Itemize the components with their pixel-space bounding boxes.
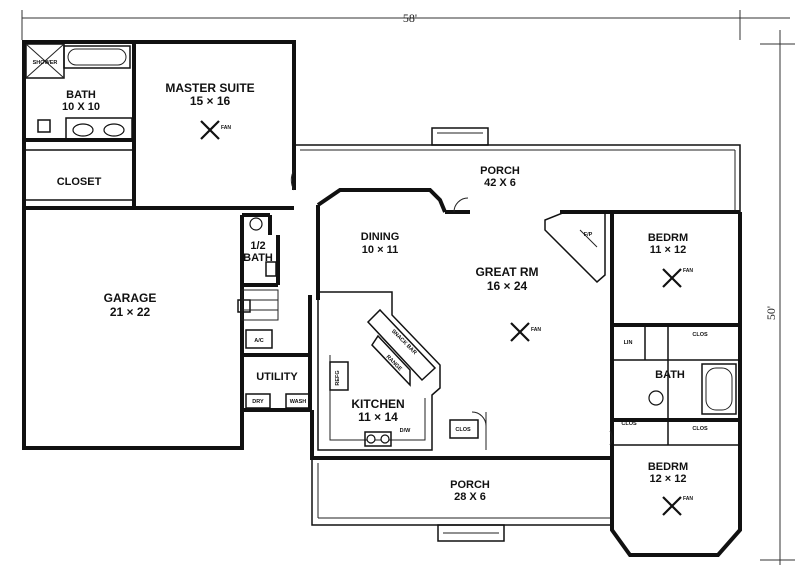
half-bath-name: 1/2 [250,240,265,252]
master-suite-size: 15 × 16 [190,94,231,108]
master-bath-name: BATH [66,89,96,101]
kitchen-counters [317,291,479,451]
stairs [241,289,279,321]
back-porch-size: 42 X 6 [484,177,516,189]
bedrm1-name: BEDRM [648,232,688,244]
front-porch-name: PORCH [450,479,490,491]
dining-name: DINING [361,231,400,243]
kitchen-name: KITCHEN [351,397,404,411]
linen-label: LIN [624,340,633,346]
great-room-name: GREAT RM [475,265,538,279]
dw-label: D/W [400,428,412,434]
half-bath-name-2: BATH [243,252,273,264]
width-dimension: 58' [403,11,417,25]
garage-name: GARAGE [104,291,157,305]
master-fan-icon [200,120,220,140]
depth-dimension: 50' [764,306,778,320]
bedrm2-size: 12 × 12 [649,473,686,485]
refrig-label: REFG [335,370,341,385]
garage-size: 21 × 22 [110,305,151,319]
master-bath-size: 10 X 10 [62,101,100,113]
master-bath-fixtures [25,43,133,141]
closet-c-label: CLOS [692,426,708,432]
walls [22,40,742,557]
bedrm1-size: 11 × 12 [650,244,686,256]
kitchen-size: 11 × 14 [358,410,398,424]
great-room-fan-icon [510,322,530,342]
back-porch-name: PORCH [480,165,520,177]
bath2-fixtures [648,363,737,415]
great-room-fan-label: FAN [531,327,541,333]
closet-b-label: CLOS [621,421,637,427]
utility-label: UTILITY [256,371,298,383]
closet-label: CLOSET [57,176,102,188]
shower-label: SHOWER [33,60,58,66]
ac-label: A/C [254,338,264,344]
back-porch-outline [295,127,741,212]
fireplace-label: F/P [584,232,593,238]
dimension-lines [21,10,795,565]
dining-size: 10 × 11 [362,244,398,256]
closet-a-label: CLOS [692,332,708,338]
bedrm1-fan-label: FAN [683,268,693,274]
master-fan-label: FAN [221,125,231,131]
bedrm1-fan-icon [662,268,682,288]
dry-label: DRY [252,399,264,405]
bedrm2-name: BEDRM [648,461,688,473]
front-porch-outline [311,458,612,542]
master-suite-name: MASTER SUITE [165,81,254,95]
great-room-size: 16 × 24 [487,279,528,293]
bedrm2-fan-icon [662,496,682,516]
half-bath-fixtures [245,217,277,349]
laundry-appliances [245,393,311,409]
bath2-label: BATH [655,369,685,381]
front-porch-size: 28 X 6 [454,491,486,503]
wash-label: WASH [290,399,307,405]
bedrm2-fan-label: FAN [683,496,693,502]
kitchen-closet-label: CLOS [455,427,471,433]
